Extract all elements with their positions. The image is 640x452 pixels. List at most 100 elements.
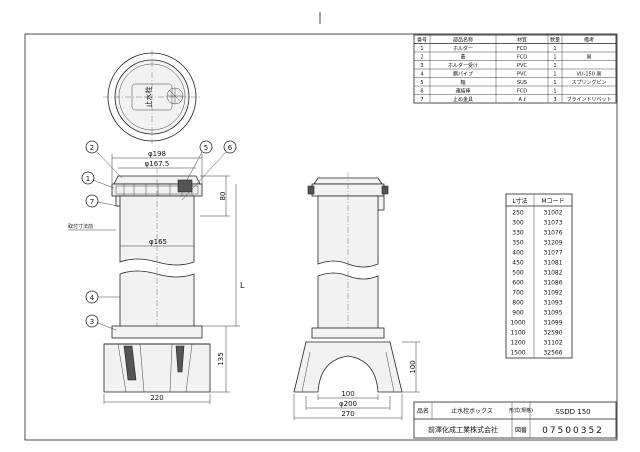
parts-row-no: 5 xyxy=(420,80,423,86)
callout-7: 7 xyxy=(85,194,119,208)
parts-header-no: 番号 xyxy=(417,37,427,44)
title-type-value: SSDD 150 xyxy=(555,408,590,416)
parts-row-no: 4 xyxy=(420,72,423,78)
size-row-code: 32566 xyxy=(543,350,562,357)
parts-row-note: スプリングピン xyxy=(571,79,606,86)
svg-text:3: 3 xyxy=(90,318,94,326)
dim-w270: 270 xyxy=(341,410,354,418)
parts-row-qty: 1 xyxy=(553,63,556,69)
size-row-code: 31209 xyxy=(543,240,562,247)
size-header-code: Mコード xyxy=(541,198,564,205)
title-name-value: 止水栓ボックス xyxy=(451,407,493,415)
title-block: 品名 止水栓ボックス 形式(規格) SSDD 150 前澤化成工業株式会社 図番… xyxy=(413,401,617,439)
front-view xyxy=(103,168,211,393)
callout-2: 2 xyxy=(85,140,123,179)
dim-d198: φ198 xyxy=(148,150,166,158)
callout-3: 3 xyxy=(85,314,117,331)
svg-text:1: 1 xyxy=(86,175,90,183)
title-type-label: 形式(規格) xyxy=(509,407,533,414)
parts-row-name: ホルダー受け xyxy=(448,62,478,69)
size-row-code: 31077 xyxy=(543,250,562,257)
parts-row-material: PVC xyxy=(517,72,527,78)
parts-header-qty: 数量 xyxy=(550,37,560,44)
size-row-l: 350 xyxy=(512,240,524,247)
size-row-code: 31095 xyxy=(543,310,562,317)
size-row-l: 330 xyxy=(512,230,524,237)
dim-d165: φ165 xyxy=(149,238,167,246)
size-row-code: 31076 xyxy=(543,230,562,237)
svg-text:5: 5 xyxy=(204,144,208,152)
svg-text:6: 6 xyxy=(228,144,233,152)
lid-hinge-icon xyxy=(166,87,184,105)
parts-row-material: FCD xyxy=(517,55,527,61)
parts-row-qty: 1 xyxy=(553,72,556,78)
size-row-code: 31099 xyxy=(543,320,562,327)
side-note: 取付寸法前 xyxy=(68,223,93,230)
parts-row-no: 1 xyxy=(420,46,423,52)
dim-L: L xyxy=(240,281,245,290)
title-company: 前澤化成工業株式会社 xyxy=(428,425,498,434)
parts-row-material: FCD xyxy=(517,89,527,95)
parts-row-material: PVC xyxy=(517,63,527,69)
title-drawing-no-label: 図番 xyxy=(515,427,527,434)
size-table: L寸法 Mコード 250 31002 300 31073 330 31076 350 3120… xyxy=(505,193,573,359)
size-row-l: 1200 xyxy=(510,340,525,347)
size-row-l: 1500 xyxy=(510,350,525,357)
parts-row-name: 連結棒 xyxy=(455,88,470,95)
callout-4: 4 xyxy=(85,290,120,304)
drawing-frame xyxy=(24,33,618,441)
parts-row-no: 7 xyxy=(420,97,423,103)
side-view xyxy=(293,172,403,393)
callouts: 1 2 3 4 5 6 7 xyxy=(68,140,237,331)
parts-row-no: 2 xyxy=(420,55,423,61)
size-header-l: L寸法 xyxy=(512,197,527,205)
size-row-l: 600 xyxy=(512,280,524,287)
parts-row-note: VU-150 黒 xyxy=(576,72,601,78)
title-drawing-no-value: 07500352 xyxy=(542,426,604,436)
size-row-code: 31093 xyxy=(543,300,562,307)
dim-w100: 100 xyxy=(341,390,354,398)
size-row-code: 31086 xyxy=(543,280,562,287)
size-row-l: 500 xyxy=(512,270,524,277)
front-dimensions: φ198 φ167.5 φ165 80 L 135 220 xyxy=(103,150,245,404)
parts-row-qty: 1 xyxy=(553,89,556,95)
dim-h80: 80 xyxy=(219,192,227,201)
svg-text:4: 4 xyxy=(90,294,95,302)
size-row-l: 700 xyxy=(512,290,524,297)
dim-h100: 100 xyxy=(409,360,417,373)
parts-row-material: FCD xyxy=(517,46,527,52)
size-row-l: 250 xyxy=(512,210,524,217)
size-row-l: 1100 xyxy=(510,330,525,337)
size-row-code: 31002 xyxy=(543,210,562,217)
dim-h135: 135 xyxy=(217,352,225,365)
size-row-l: 300 xyxy=(512,220,524,227)
parts-row-qty: 1 xyxy=(553,46,556,52)
parts-row-note: ブラインドリベット xyxy=(566,96,611,103)
parts-row-name: 止め金具 xyxy=(453,96,473,103)
parts-row-qty: 1 xyxy=(553,55,556,61)
callout-1: 1 xyxy=(81,171,115,189)
size-row-code: 31081 xyxy=(543,260,562,267)
callout-6: 6 xyxy=(181,140,237,201)
size-row-code: 31073 xyxy=(543,220,562,227)
dim-w220: 220 xyxy=(150,394,163,402)
parts-row-qty: 3 xyxy=(553,97,556,103)
side-dimensions: 100 100 φ200 270 xyxy=(293,341,420,420)
size-row-l: 900 xyxy=(512,310,524,317)
size-row-l: 800 xyxy=(512,300,524,307)
parts-row-note: 黒 xyxy=(586,55,591,61)
size-row-code: 31082 xyxy=(543,270,562,277)
svg-text:2: 2 xyxy=(90,144,94,152)
parts-row-material: A ℓ xyxy=(518,97,525,103)
parts-row-name: 蓋 xyxy=(460,54,465,61)
size-row-l: 400 xyxy=(512,250,524,257)
parts-header-note: 備考 xyxy=(584,37,594,44)
size-rows: 250 31002 300 31073 330 31076 350 31209 400 31077… xyxy=(510,210,562,357)
parts-row-no: 6 xyxy=(420,89,423,95)
parts-header-material: 材質 xyxy=(517,37,527,44)
parts-row-material: SUS xyxy=(517,80,527,86)
callout-5: 5 xyxy=(185,140,213,183)
svg-text:7: 7 xyxy=(90,198,94,206)
